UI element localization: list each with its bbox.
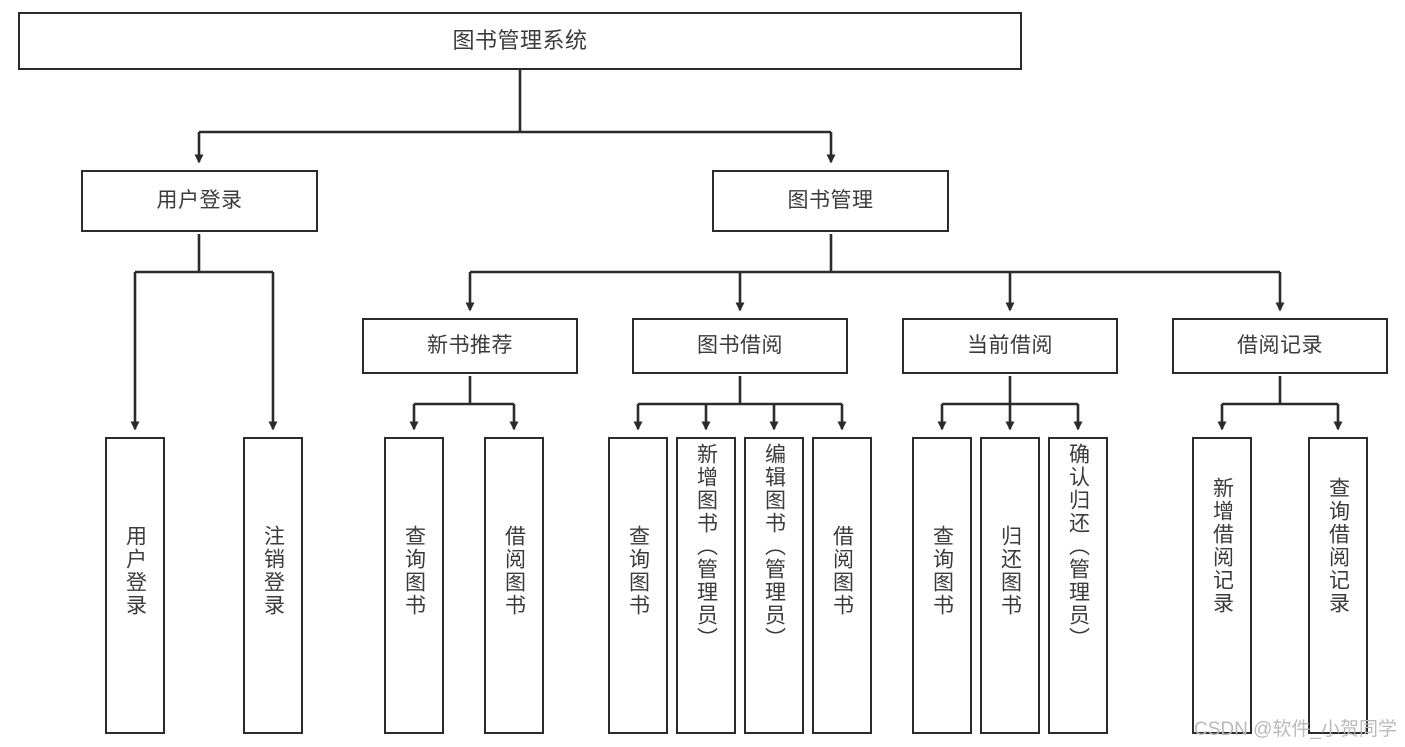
node-new-book-recommend[interactable]: 新书推荐 <box>362 318 578 374</box>
leaf-query-record-label: 查询借阅记录 <box>1326 477 1350 615</box>
leaf-query-book-2[interactable]: 查询图书 <box>608 437 668 734</box>
leaf-return-book-label: 归还图书 <box>998 525 1022 617</box>
node-root-system[interactable]: 图书管理系统 <box>18 12 1022 70</box>
leaf-return-book[interactable]: 归还图书 <box>980 437 1040 734</box>
node-new-book-recommend-label: 新书推荐 <box>427 334 513 358</box>
leaf-user-login[interactable]: 用户登录 <box>105 437 165 734</box>
node-current-borrow-label: 当前借阅 <box>967 334 1053 358</box>
leaf-query-book-3[interactable]: 查询图书 <box>912 437 972 734</box>
leaf-add-book-label: 新增图书（管理员） <box>694 443 718 650</box>
leaf-logout-login-label: 注销登录 <box>261 525 285 617</box>
node-book-manage-label: 图书管理 <box>787 189 874 213</box>
leaf-query-book-1[interactable]: 查询图书 <box>384 437 444 734</box>
node-user-login[interactable]: 用户登录 <box>81 170 318 232</box>
node-current-borrow[interactable]: 当前借阅 <box>902 318 1118 374</box>
leaf-add-book[interactable]: 新增图书（管理员） <box>676 437 736 734</box>
leaf-add-record[interactable]: 新增借阅记录 <box>1192 437 1252 734</box>
leaf-edit-book[interactable]: 编辑图书（管理员） <box>744 437 804 734</box>
leaf-user-login-label: 用户登录 <box>123 525 147 617</box>
node-borrow-record-label: 借阅记录 <box>1237 334 1323 358</box>
leaf-query-book-3-label: 查询图书 <box>930 525 954 617</box>
node-book-borrow-label: 图书借阅 <box>697 334 783 358</box>
leaf-confirm-return[interactable]: 确认归还（管理员） <box>1048 437 1108 734</box>
node-book-borrow[interactable]: 图书借阅 <box>632 318 848 374</box>
leaf-borrow-book-1[interactable]: 借阅图书 <box>484 437 544 734</box>
leaf-logout-login[interactable]: 注销登录 <box>243 437 303 734</box>
leaf-query-record[interactable]: 查询借阅记录 <box>1308 437 1368 734</box>
node-root-system-label: 图书管理系统 <box>452 27 588 53</box>
csdn-watermark: CSDN @软件_小贺同学 <box>1194 719 1397 740</box>
leaf-add-record-label: 新增借阅记录 <box>1210 477 1234 615</box>
leaf-edit-book-label: 编辑图书（管理员） <box>762 443 786 650</box>
node-book-manage[interactable]: 图书管理 <box>712 170 949 232</box>
node-borrow-record[interactable]: 借阅记录 <box>1172 318 1388 374</box>
node-user-login-label: 用户登录 <box>156 189 243 213</box>
leaf-borrow-book-2-label: 借阅图书 <box>830 525 854 617</box>
leaf-confirm-return-label: 确认归还（管理员） <box>1066 443 1090 650</box>
leaf-query-book-1-label: 查询图书 <box>402 525 426 617</box>
leaf-query-book-2-label: 查询图书 <box>626 525 650 617</box>
leaf-borrow-book-2[interactable]: 借阅图书 <box>812 437 872 734</box>
leaf-borrow-book-1-label: 借阅图书 <box>502 525 526 617</box>
